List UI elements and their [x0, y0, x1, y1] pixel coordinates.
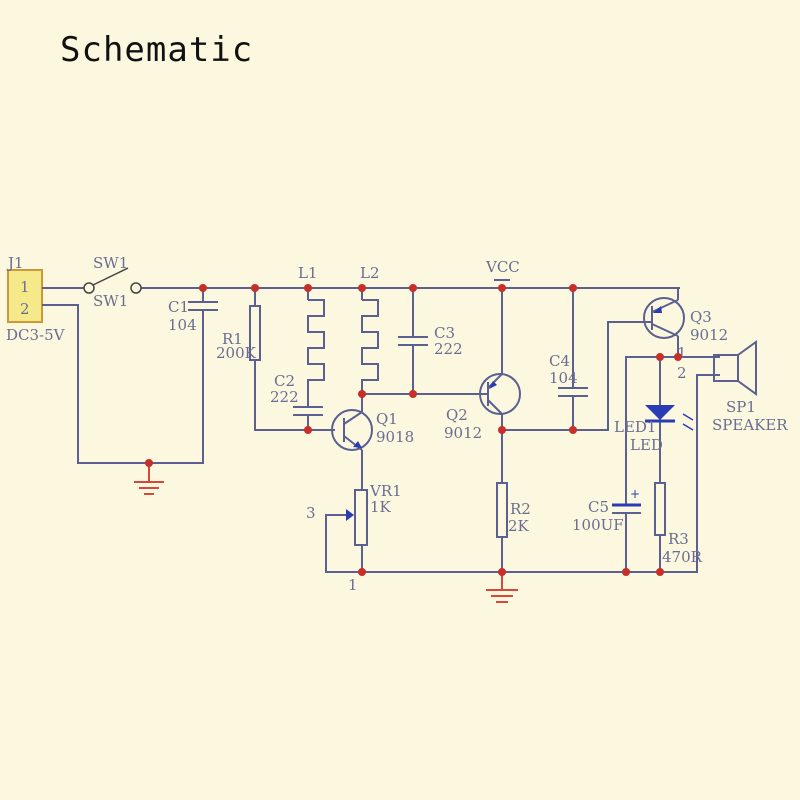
vcc-label: VCC — [485, 258, 520, 276]
inductor-l1: L1 — [298, 264, 325, 395]
vr1-ref: VR1 — [369, 482, 402, 500]
sp1-pin2: 2 — [677, 364, 687, 382]
page-title: Schematic — [60, 30, 254, 70]
c2-value: 222 — [270, 388, 299, 406]
l1-ref: L1 — [298, 264, 318, 282]
sp1-ref: SP1 — [726, 398, 756, 416]
vr1-pin3: 3 — [306, 504, 316, 522]
r2-ref: R2 — [510, 500, 531, 518]
led1-ref: LED1 — [614, 418, 656, 436]
capacitor-c2: C2 222 — [270, 372, 323, 416]
j1-ref: J1 — [6, 254, 24, 272]
c3-value: 222 — [434, 340, 463, 358]
q2-ref: Q2 — [446, 406, 468, 424]
ground-symbol — [486, 572, 518, 603]
resistor-r1: R1 200K — [216, 305, 261, 362]
r1-ref: R1 — [222, 330, 243, 348]
j1-pin1: 1 — [20, 278, 30, 296]
potentiometer-vr1: VR1 1K 3 1 — [306, 482, 402, 594]
c5-ref: C5 — [588, 498, 609, 516]
vr1-value: 1K — [370, 498, 392, 516]
sp1-value: SPEAKER — [712, 416, 788, 434]
q3-ref: Q3 — [690, 308, 712, 326]
capacitor-c1: C1 104 — [168, 298, 218, 334]
led1-value: LED — [630, 436, 663, 454]
ground-symbol — [134, 463, 164, 495]
j1-value: DC3-5V — [6, 326, 66, 344]
q1-ref: Q1 — [376, 410, 398, 428]
c4-ref: C4 — [549, 352, 570, 370]
sw1-ref-bottom: SW1 — [93, 292, 128, 310]
r2-value: 2K — [508, 517, 530, 535]
c1-value: 104 — [168, 316, 197, 334]
capacitor-c3: C3 222 — [398, 324, 463, 358]
l2-ref: L2 — [360, 264, 380, 282]
c4-value: 104 — [549, 369, 578, 387]
q1-value: 9018 — [376, 428, 414, 446]
q2-value: 9012 — [444, 424, 482, 442]
resistor-r2: R2 2K — [496, 482, 531, 538]
transistor-q3: Q3 9012 — [642, 297, 728, 344]
switch-sw1: SW1 SW1 — [83, 254, 142, 310]
r3-ref: R3 — [668, 530, 689, 548]
led-led1: LED1 LED — [614, 405, 694, 454]
q3-value: 9012 — [690, 326, 728, 344]
sp1-pin1: 1 — [677, 344, 687, 362]
transistor-q1: Q1 9018 — [331, 409, 414, 451]
c3-ref: C3 — [434, 324, 455, 342]
j1-pin2: 2 — [20, 300, 30, 318]
connector-j1: J1 1 2 DC3-5V — [6, 254, 66, 344]
c5-value: 100UF — [572, 516, 624, 534]
r1-value: 200K — [216, 344, 257, 362]
c1-ref: C1 — [168, 298, 189, 316]
sw1-ref-top: SW1 — [93, 254, 128, 272]
speaker-sp1: 1 2 SP1 SPEAKER — [677, 340, 788, 434]
r3-value: 470R — [662, 548, 703, 566]
vr1-pin1: 1 — [348, 576, 358, 594]
c2-ref: C2 — [274, 372, 295, 390]
capacitor-c4: C4 104 — [549, 352, 588, 397]
capacitor-c5: + C5 100UF — [572, 487, 641, 534]
junction-dots — [145, 284, 682, 576]
transistor-q2: Q2 9012 — [444, 373, 521, 442]
inductor-l2: L2 — [360, 264, 380, 394]
c5-polarity: + — [630, 487, 640, 501]
resistor-r3: R3 470R — [654, 482, 703, 566]
